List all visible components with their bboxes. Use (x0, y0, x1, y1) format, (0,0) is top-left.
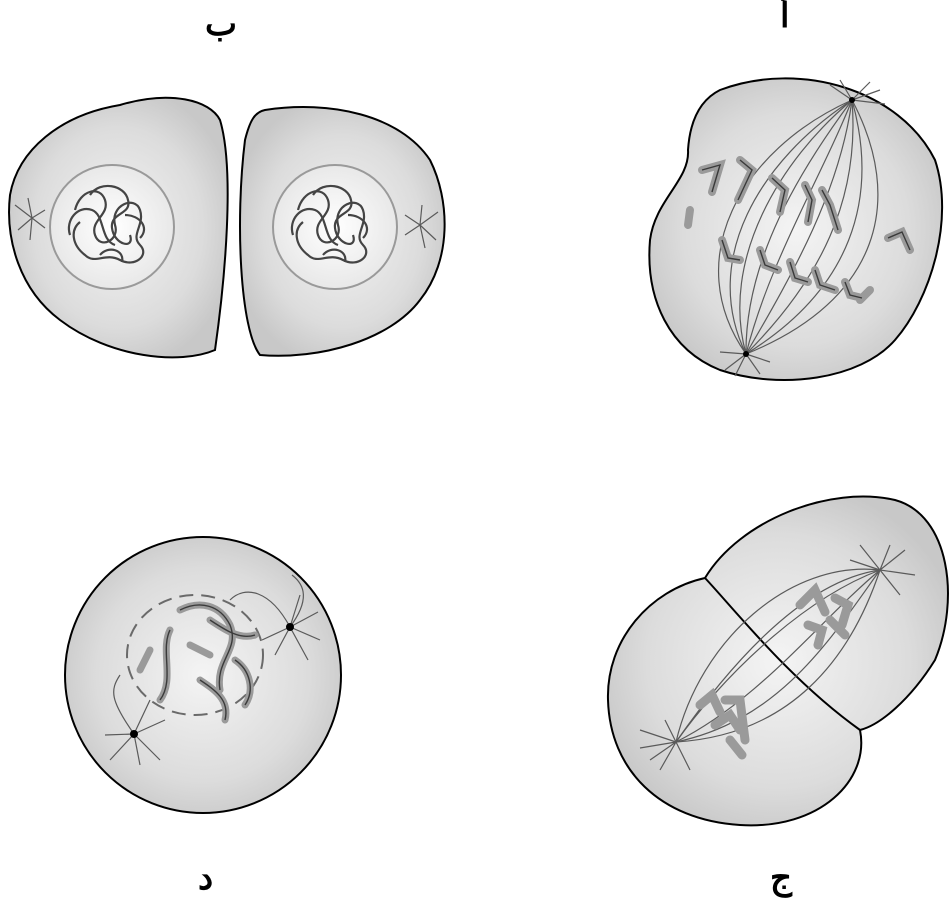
cell-c (608, 497, 948, 826)
cell-d (65, 537, 341, 813)
cell-b (9, 98, 445, 358)
cell-a (649, 78, 942, 380)
